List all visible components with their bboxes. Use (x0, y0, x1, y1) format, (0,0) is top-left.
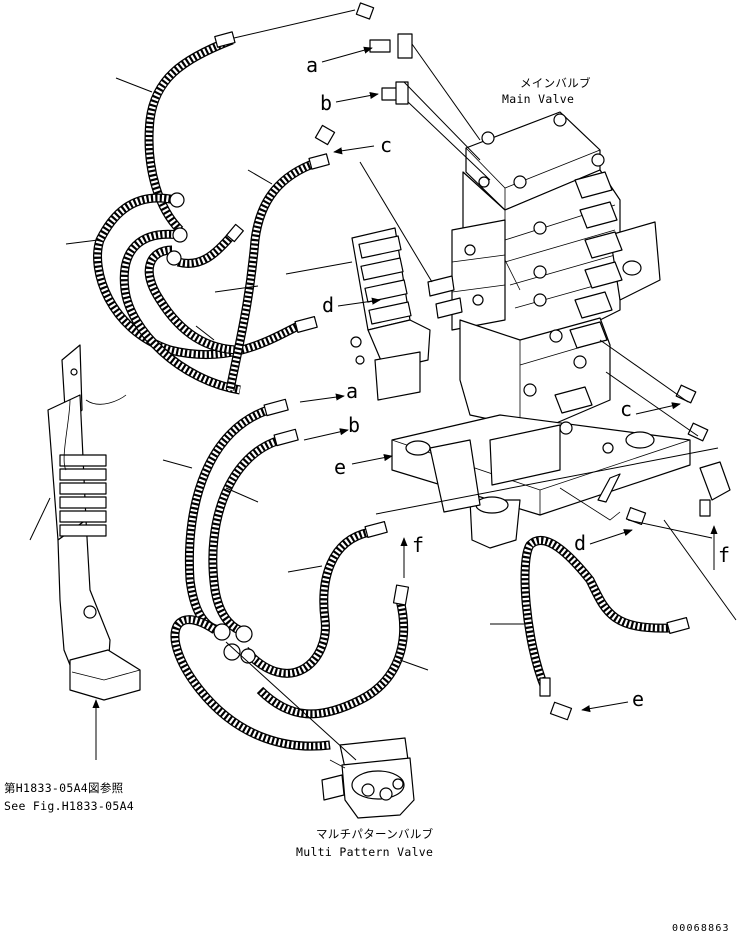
reference-jp: 第H1833-05A4図参照 (4, 781, 123, 795)
label-b-lower: b (348, 413, 360, 437)
label-f-left: f (412, 533, 424, 557)
multi-pattern-valve-en: Multi Pattern Valve (296, 845, 433, 859)
label-a-lower: a (346, 379, 358, 403)
label-d-left: d (322, 293, 334, 317)
multi-pattern-valve-body (321, 737, 415, 819)
drawing-code: 00068863 (672, 923, 730, 934)
captions: メインバルブ Main Valve マルチパターンバルブ Multi Patte… (4, 76, 730, 934)
leader-lines (29, 9, 737, 761)
port-labels: a b c d a b e f c d f e (306, 53, 730, 711)
main-valve-jp: メインバルブ (520, 76, 591, 90)
label-e-right: e (632, 687, 644, 711)
label-a-top: a (306, 53, 318, 77)
fittings (166, 2, 731, 721)
label-f-right: f (718, 543, 730, 567)
solenoid-valve-assembly (350, 227, 431, 401)
label-c-top: c (380, 133, 392, 157)
flow-arrows (92, 46, 718, 760)
left-bracket-assembly (47, 344, 141, 701)
main-valve-en: Main Valve (502, 92, 574, 106)
label-d-right: d (574, 531, 586, 555)
label-e-left: e (334, 455, 346, 479)
hoses (93, 35, 671, 751)
main-valve-body (391, 111, 691, 549)
multi-pattern-valve-jp: マルチパターンバルブ (316, 827, 434, 841)
label-c-right: c (620, 397, 632, 421)
reference-en: See Fig.H1833-05A4 (4, 799, 134, 813)
label-b-top: b (320, 91, 332, 115)
